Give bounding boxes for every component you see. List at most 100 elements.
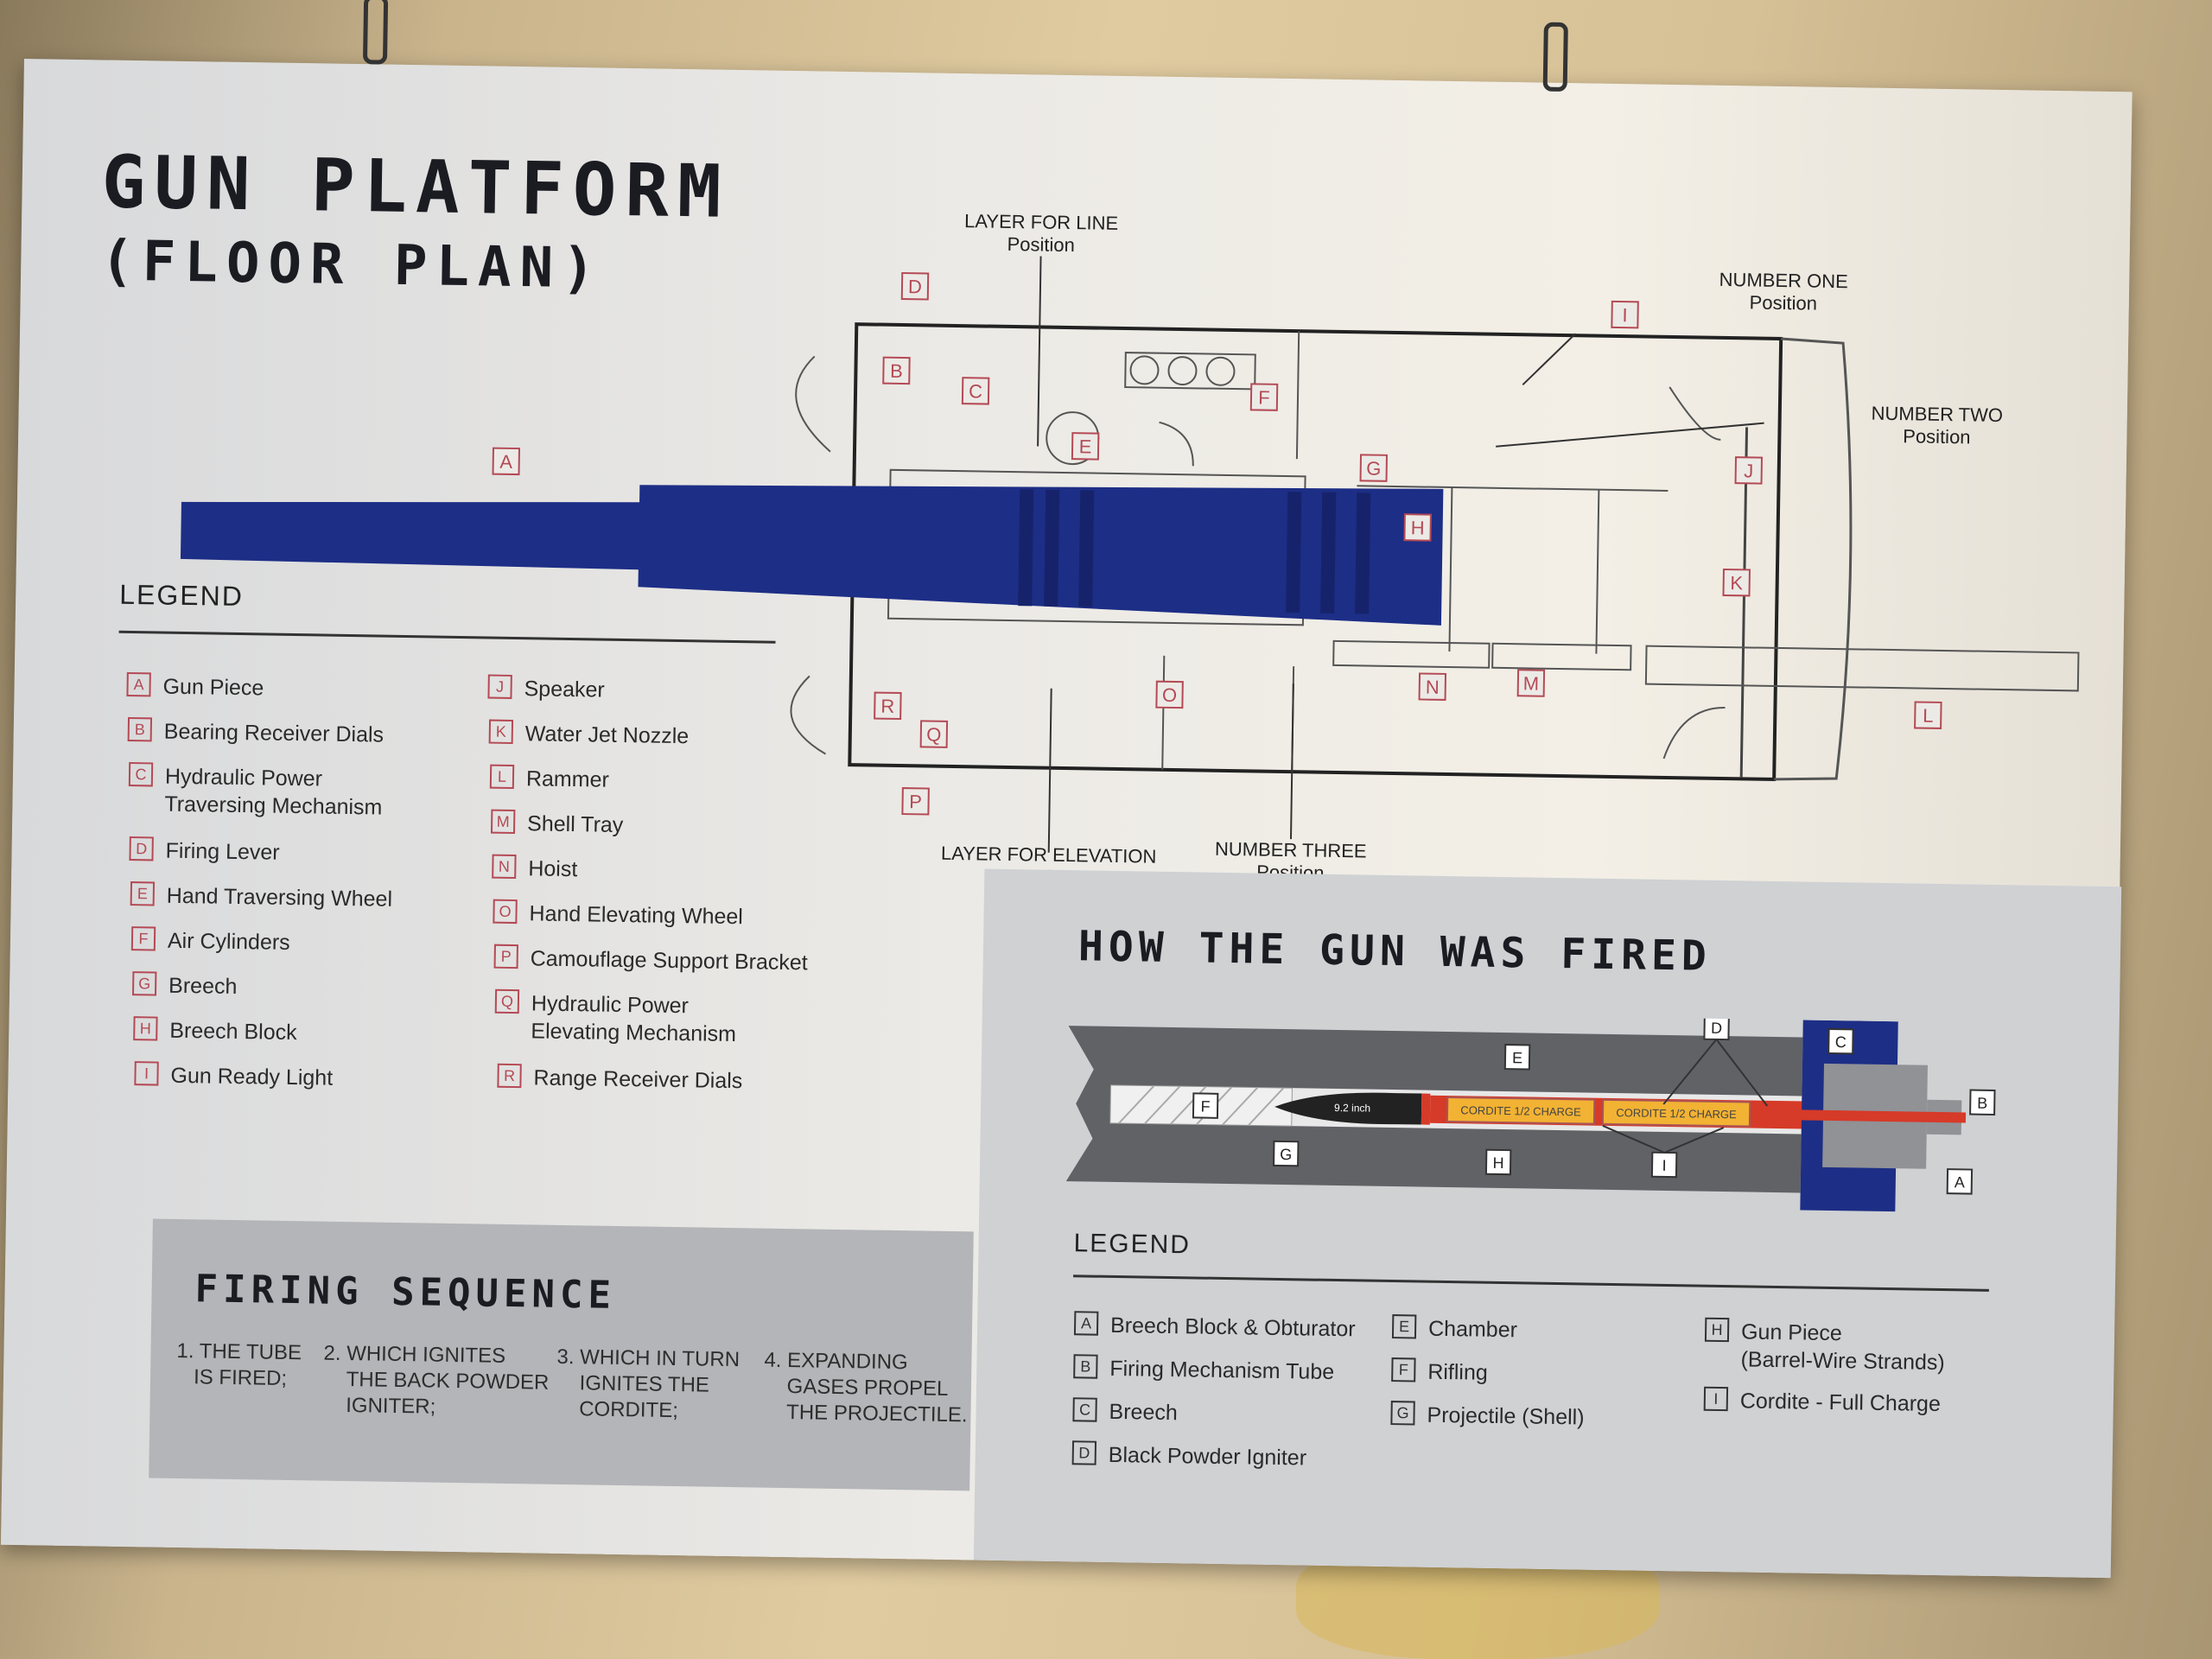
- how-legend-heading: LEGEND: [1073, 1229, 1192, 1260]
- plan-marker-m: M: [1516, 669, 1546, 697]
- layer-for-elevation-label: LAYER FOR ELEVATION: [941, 842, 1157, 868]
- svg-text:A: A: [1955, 1173, 1965, 1191]
- svg-text:Q: Q: [926, 724, 942, 746]
- svg-text:F: F: [1258, 386, 1270, 408]
- sequence-step-3: 3. WHICH IN TURN IGNITES THE CORDITE;: [556, 1344, 741, 1423]
- sequence-step-4: 4. EXPANDING GASES PROPEL THE PROJECTILE…: [764, 1348, 968, 1427]
- breech-marker-f: F: [1192, 1092, 1219, 1119]
- svg-text:D: D: [908, 276, 922, 297]
- plan-marker-k: K: [1722, 568, 1751, 597]
- svg-text:K: K: [1730, 572, 1743, 594]
- svg-text:E: E: [1512, 1049, 1522, 1066]
- svg-text:O: O: [1162, 684, 1178, 706]
- svg-text:A: A: [499, 451, 512, 473]
- svg-text:H: H: [1411, 517, 1425, 538]
- breech-marker-b: B: [1969, 1089, 1996, 1116]
- svg-text:H: H: [1492, 1154, 1503, 1172]
- cordite-charge-2-label: CORDITE 1/2 CHARGE: [1616, 1106, 1737, 1121]
- plan-marker-a: A: [492, 447, 521, 476]
- floor-plan-diagram: LAYER FOR LINE Position NUMBER ONE Posit…: [180, 210, 2080, 888]
- plan-marker-c: C: [961, 377, 990, 405]
- svg-text:F: F: [1200, 1098, 1210, 1116]
- plan-marker-r: R: [874, 691, 902, 721]
- plan-marker-n: N: [1418, 672, 1447, 701]
- legend-heading: LEGEND: [118, 578, 245, 613]
- how-gun-fired-panel: HOW THE GUN WAS FIRED 9.2 inch CORDITE 1…: [973, 868, 2122, 1579]
- plan-marker-i: I: [1611, 300, 1639, 329]
- breech-marker-g: G: [1273, 1140, 1300, 1167]
- plan-marker-o: O: [1155, 680, 1184, 709]
- svg-text:E: E: [1079, 435, 1092, 457]
- number-two-sub: Position: [1903, 425, 1971, 448]
- plan-marker-l: L: [1914, 701, 1942, 729]
- breech-marker-d: D: [1703, 1014, 1730, 1041]
- firing-sequence-panel: FIRING SEQUENCE 1. THE TUBE IS FIRED; 2.…: [149, 1218, 974, 1491]
- svg-text:I: I: [1622, 304, 1628, 326]
- plan-marker-e: E: [1071, 432, 1100, 461]
- svg-text:J: J: [1744, 460, 1753, 481]
- svg-text:G: G: [1280, 1146, 1292, 1163]
- svg-text:B: B: [1977, 1095, 1987, 1112]
- plan-marker-q: Q: [919, 720, 949, 748]
- shell-size-label: 9.2 inch: [1334, 1102, 1370, 1115]
- firing-sequence-title: FIRING SEQUENCE: [194, 1267, 617, 1318]
- breech-marker-i: I: [1650, 1151, 1678, 1179]
- svg-text:B: B: [890, 360, 903, 382]
- cordite-charge-2: [1601, 1098, 1751, 1128]
- number-two-label: NUMBER TWO: [1871, 403, 2003, 426]
- plan-marker-b: B: [882, 356, 911, 385]
- plan-marker-f: F: [1249, 383, 1279, 411]
- svg-text:P: P: [909, 791, 922, 812]
- svg-text:D: D: [1711, 1020, 1722, 1037]
- layer-for-line-label: LAYER FOR LINE: [964, 210, 1118, 234]
- svg-text:L: L: [1923, 705, 1934, 727]
- number-one-label: NUMBER ONE: [1719, 269, 1847, 292]
- hanging-hook-right: [1542, 22, 1568, 92]
- plan-marker-j: J: [1734, 456, 1764, 485]
- breech-marker-c: C: [1827, 1027, 1854, 1055]
- gun-barrel: [180, 485, 1444, 626]
- how-gun-fired-title: HOW THE GUN WAS FIRED: [1077, 922, 1713, 981]
- cordite-charge-1-label: CORDITE 1/2 CHARGE: [1460, 1103, 1581, 1118]
- plan-marker-p: P: [901, 787, 930, 816]
- breech-marker-e: E: [1503, 1044, 1531, 1071]
- cordite-charge-1: [1446, 1096, 1596, 1125]
- how-legend-divider: [1072, 1274, 1989, 1292]
- breech-marker-h: H: [1484, 1148, 1512, 1176]
- svg-text:N: N: [1426, 677, 1440, 698]
- number-three-label: NUMBER THREE: [1215, 838, 1367, 862]
- layer-for-line-sub: Position: [1007, 233, 1075, 256]
- svg-text:C: C: [1835, 1033, 1847, 1051]
- svg-text:I: I: [1662, 1157, 1666, 1174]
- breech-marker-a: A: [1946, 1168, 1974, 1195]
- number-one-sub: Position: [1749, 291, 1817, 314]
- breech-cutaway-diagram: 9.2 inch CORDITE 1/2 CHARGE CORDITE 1/2 …: [1065, 1014, 1996, 1212]
- plan-marker-d: D: [900, 271, 930, 301]
- hanging-hook-left: [362, 0, 389, 65]
- sequence-step-2: 2. WHICH IGNITES THE BACK POWDER IGNITER…: [323, 1341, 550, 1419]
- svg-text:G: G: [1366, 457, 1382, 479]
- projectile-shell: [1274, 1092, 1422, 1125]
